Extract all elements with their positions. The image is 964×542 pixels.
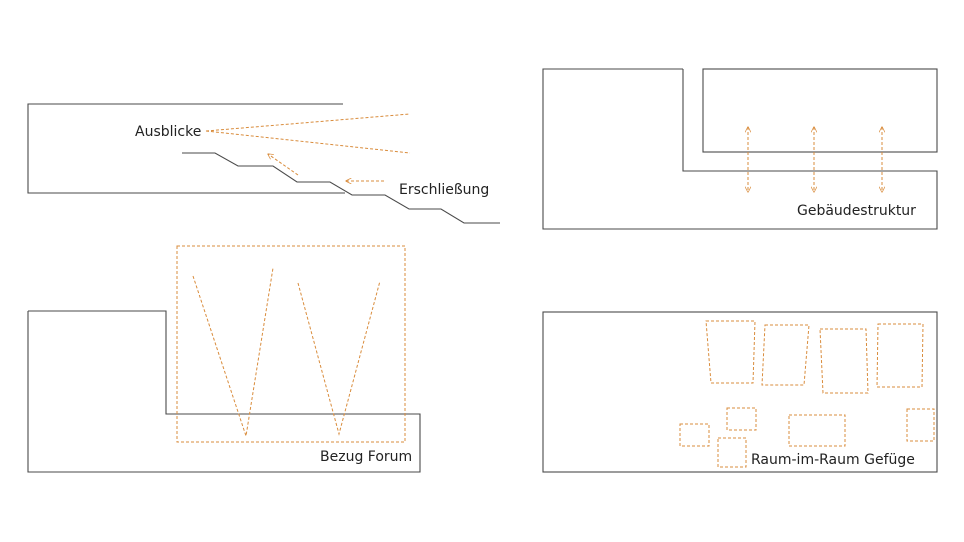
inner-room-3 — [819, 328, 869, 394]
panel-gebaeudestruktur: Gebäudestruktur — [542, 68, 938, 230]
panel-raum-im-raum: Raum-im-Raum Gefüge — [542, 311, 938, 473]
label-ausblicke: Ausblicke — [135, 124, 201, 140]
inner-room-8 — [788, 414, 846, 447]
upper-building-volume — [702, 68, 938, 153]
outer-room-outline — [542, 311, 938, 473]
view-ray-lower — [205, 130, 411, 154]
inner-room-6 — [726, 407, 757, 431]
forum-view-v-left — [192, 267, 274, 437]
inner-room-7 — [717, 437, 747, 468]
inner-room-2 — [761, 324, 810, 386]
stepped-terrain-line — [182, 152, 500, 224]
inner-room-5 — [679, 423, 710, 447]
label-bezug-forum: Bezug Forum — [320, 449, 412, 465]
view-cone — [205, 113, 411, 154]
lower-building-volume — [542, 68, 938, 230]
inner-room-1 — [705, 320, 756, 384]
circulation-arrow-diagonal — [268, 154, 299, 176]
upper-floor-outline — [27, 103, 345, 194]
building-section-outline — [27, 310, 421, 473]
inner-room-4 — [876, 323, 924, 388]
panel-bezug-forum: Bezug Forum — [27, 245, 421, 473]
view-ray-upper — [205, 113, 411, 132]
forum-view-v-right — [297, 280, 381, 436]
panel-ausblicke-erschliessung: Ausblicke Erschließung — [27, 103, 500, 224]
label-raum-im-raum: Raum-im-Raum Gefüge — [751, 452, 915, 468]
label-erschliessung: Erschließung — [399, 182, 489, 198]
inner-room-9 — [906, 408, 935, 442]
forum-space-outline — [176, 245, 406, 443]
label-gebaeudestruktur: Gebäudestruktur — [797, 203, 916, 219]
